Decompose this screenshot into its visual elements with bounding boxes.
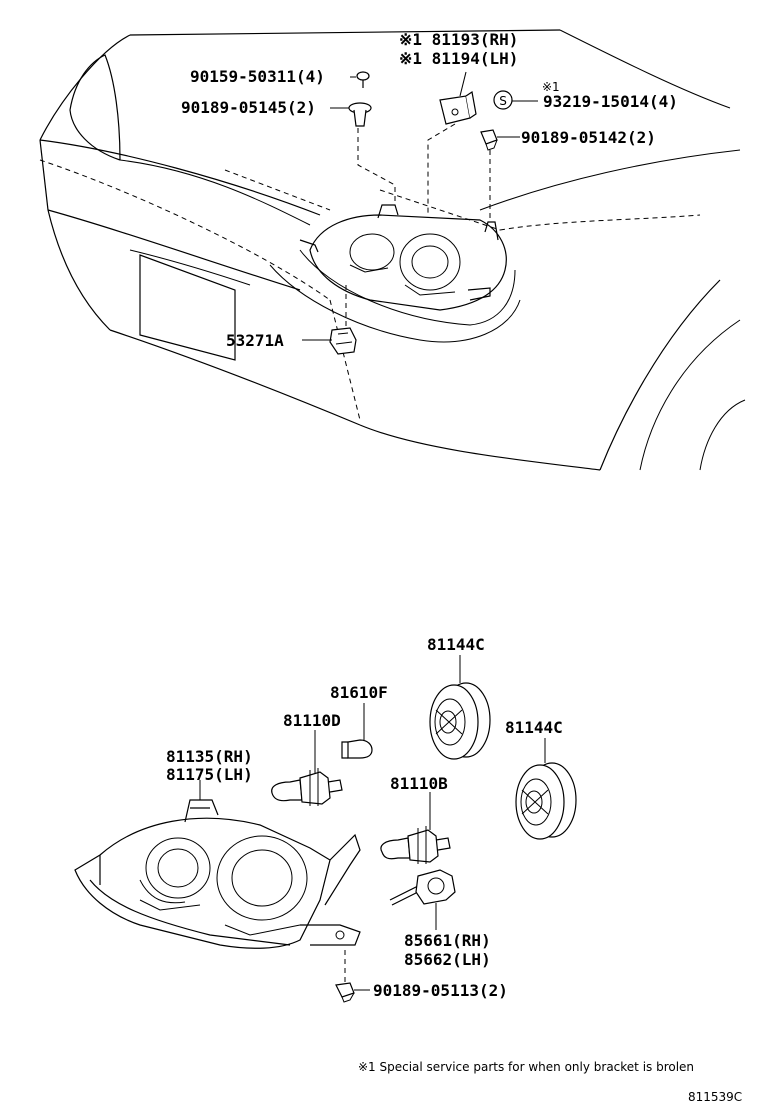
connector-53271a-icon (329, 327, 357, 355)
bottom-leader-lines (199, 655, 546, 991)
label-screw-90159: 90159-50311(4) (190, 67, 325, 86)
s-circle-symbol: S (493, 90, 513, 110)
label-clip-90189-05113: 90189-05113(2) (373, 981, 508, 1000)
headlamp-unit-exploded (74, 799, 361, 1003)
label-bulb-81110d: 81110D (283, 711, 341, 730)
label-nut-90189-05142: 90189-05142(2) (521, 128, 656, 147)
label-cover-81144c-right: 81144C (505, 718, 563, 737)
bulb-81110b-icon (380, 826, 451, 864)
label-bracket-lh: ※1 81194(LH) (399, 49, 518, 68)
cover-81144c-right-icon (515, 762, 577, 840)
socket-85661-icon (389, 869, 456, 906)
screw-90159-icon (356, 71, 370, 88)
bulb-81610f-icon (341, 739, 373, 759)
top-leader-lines (302, 71, 538, 341)
label-unit-rh: 81135(RH) (166, 747, 253, 766)
cover-81144c-top-icon (429, 682, 491, 760)
label-unit-lh: 81175(LH) (166, 765, 253, 784)
label-clip-90189-05145: 90189-05145(2) (181, 98, 316, 117)
label-bulb-81110b: 81110B (390, 774, 448, 793)
label-socket-rh: 85661(RH) (404, 931, 491, 950)
top-small-parts: S (329, 71, 513, 355)
vehicle-front-body (39, 29, 746, 471)
clip-90189-05113-icon (335, 982, 355, 1003)
bulb-81110d-icon (271, 768, 343, 806)
label-screw-93219: 93219-15014(4) (543, 92, 678, 111)
figure-code: 811539C (688, 1090, 742, 1104)
label-part-53271a: 53271A (226, 331, 284, 350)
label-bracket-rh: ※1 81193(RH) (399, 30, 518, 49)
footnote: ※1 Special service parts for when only b… (358, 1060, 694, 1074)
label-mark-s1: ※1 (542, 80, 560, 94)
label-bulb-81610f: 81610F (330, 683, 388, 702)
nut-90189-05142-icon (480, 129, 498, 151)
clip-90189-05145-icon (348, 102, 372, 127)
s-symbol-text: S (499, 94, 507, 108)
bracket-81193-icon (439, 90, 477, 125)
label-cover-81144c-top: 81144C (427, 635, 485, 654)
label-socket-lh: 85662(LH) (404, 950, 491, 969)
